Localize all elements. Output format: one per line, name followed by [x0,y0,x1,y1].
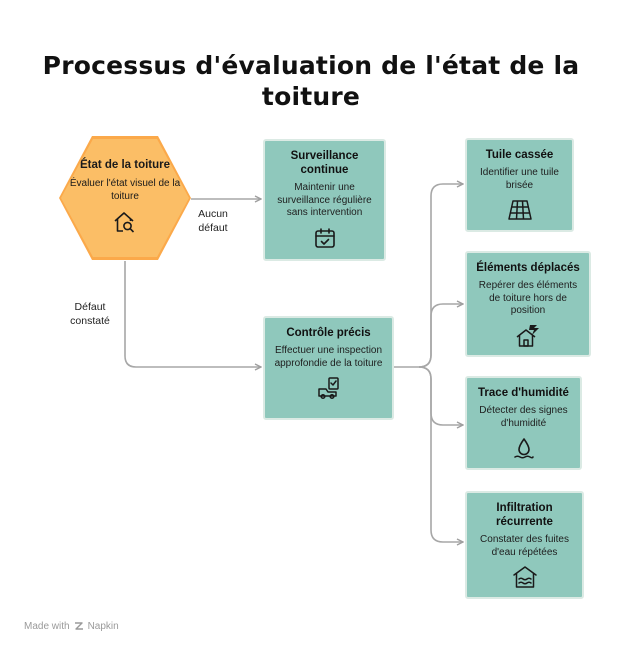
footer-made-with: Made with [24,620,70,632]
edge-label-defect-found: Défaut constaté [70,301,110,327]
issue-title: Trace d'humidité [478,387,569,399]
issue-node-humidity: Trace d'humidité Détecter des signes d'h… [465,376,582,470]
issue-title: Tuile cassée [485,149,554,161]
footer: Made with Napkin [24,620,119,632]
house-search-icon [114,212,135,233]
issue-node-displaced-elements: Éléments déplacés Repérer des éléments d… [465,251,591,357]
issue-title: Infiltration récurrente [496,502,553,528]
inspection-description: Effectuer une inspection approfondie de … [274,345,383,369]
napkin-logo-icon [74,622,83,630]
start-description: Évaluer l'état visuel de la toiture [69,178,181,202]
start-title: État de la toiture [79,159,171,171]
issue-description: Constater des fuites d'eau répétées [480,534,569,558]
water-drop-icon [513,438,534,459]
issue-description: Identifier une tuile brisée [480,167,559,191]
tile-grid-icon [507,200,532,220]
connector-issue-1 [418,184,463,368]
connector-defect-found [124,261,261,367]
footer-brand: Napkin [87,620,119,632]
monitoring-description: Maintenir une surveillance régulière san… [277,182,372,218]
connector-issue-2 [418,304,463,368]
flooded-house-icon [512,566,537,588]
calendar-check-icon [314,227,335,248]
edge-label-no-defect: Aucun défaut [198,208,228,234]
issue-description: Repérer des éléments de toiture hors de … [478,280,578,316]
issue-node-broken-tile: Tuile cassée Identifier une tuile brisée [465,138,574,232]
issue-node-recurring-infiltration: Infiltration récurrente Constater des fu… [465,491,584,599]
inspection-title: Contrôle précis [286,327,371,339]
connector-issue-3 [418,366,463,425]
issue-description: Détecter des signes d'humidité [479,405,568,429]
issue-title: Éléments déplacés [476,262,580,274]
checklist-truck-icon [317,377,339,400]
monitoring-node: Surveillance continue Maintenir une surv… [263,139,386,261]
page-title: Processus d'évaluation de l'état de la t… [42,51,580,111]
inspection-node: Contrôle précis Effectuer une inspection… [263,316,394,420]
connector-issue-4 [418,366,463,542]
house-damage-icon [516,324,539,347]
monitoring-title: Surveillance continue [290,150,359,176]
